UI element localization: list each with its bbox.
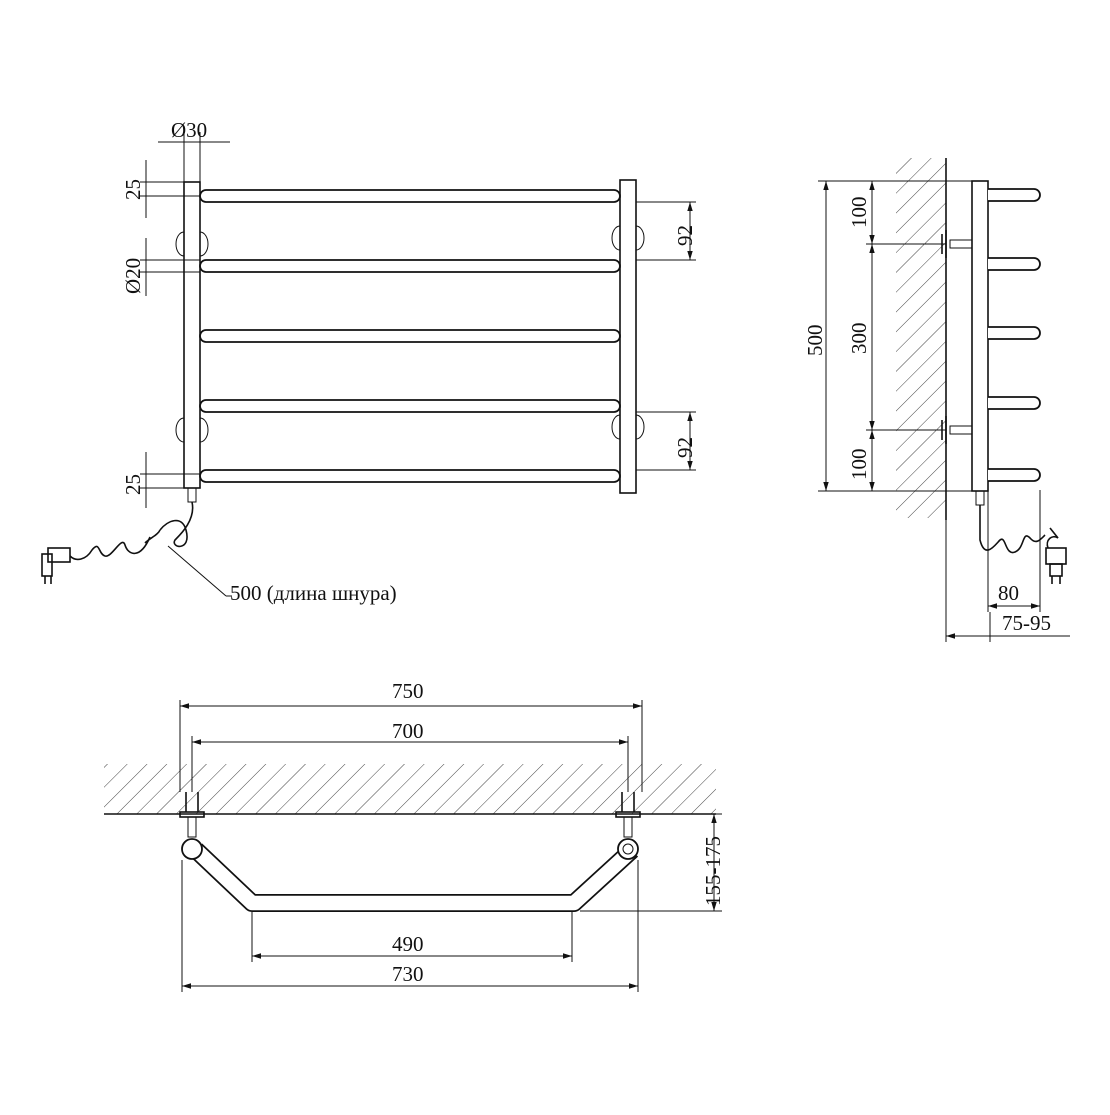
side-view: 500 100 300 100 80 75-95 <box>803 158 1070 642</box>
bar-2 <box>199 259 621 273</box>
dim-lower-spacing: 92 <box>673 437 697 458</box>
dim-mount-width: 700 <box>392 719 424 743</box>
bar-1 <box>199 189 621 203</box>
dim-bar-depth: 80 <box>998 581 1019 605</box>
top-wall-hatch <box>104 764 716 814</box>
side-wall-hatch <box>896 158 946 518</box>
cord-length-label: 500 (длина шнура) <box>230 581 397 605</box>
bar-4 <box>199 399 621 413</box>
left-post-top <box>181 838 203 860</box>
cord <box>69 536 151 561</box>
dim-overall-width: 750 <box>392 679 424 703</box>
dim-bar-diameter: Ø20 <box>121 258 145 294</box>
cord-coil <box>159 501 194 548</box>
cord-leader <box>167 545 227 597</box>
dim-bottom-gap: 25 <box>121 474 145 495</box>
side-post <box>971 180 989 492</box>
dim-total-depth: 75-95 <box>1002 611 1051 635</box>
dim-top-gap: 25 <box>121 179 145 200</box>
dim-total-height: 500 <box>803 325 827 357</box>
dim-bottom-mount: 100 <box>847 449 871 481</box>
right-post <box>619 179 637 494</box>
top-view: 750 700 155-175 490 730 <box>104 679 725 992</box>
dim-projection: 155-175 <box>701 836 725 906</box>
heater-element <box>187 487 197 503</box>
bar-5 <box>199 469 621 483</box>
front-bars <box>199 189 621 483</box>
right-post-top <box>617 838 639 860</box>
side-plug-icon <box>1045 527 1067 584</box>
side-cord <box>979 505 1046 554</box>
side-bars <box>988 188 1041 482</box>
dim-outer-width: 730 <box>392 962 424 986</box>
dim-top-mount: 100 <box>847 197 871 229</box>
dim-post-diameter: Ø30 <box>171 118 207 142</box>
bent-bar <box>189 843 639 912</box>
front-view: 500 (длина шнура) Ø30 25 Ø20 25 92 92 <box>41 118 697 605</box>
dim-mount-spacing: 300 <box>847 323 871 355</box>
bar-3 <box>199 329 621 343</box>
dim-inner-width: 490 <box>392 932 424 956</box>
top-mounts <box>179 792 641 838</box>
left-post <box>183 181 201 489</box>
mount-brackets <box>175 225 645 443</box>
dim-upper-spacing: 92 <box>673 225 697 246</box>
plug-icon <box>41 547 71 584</box>
